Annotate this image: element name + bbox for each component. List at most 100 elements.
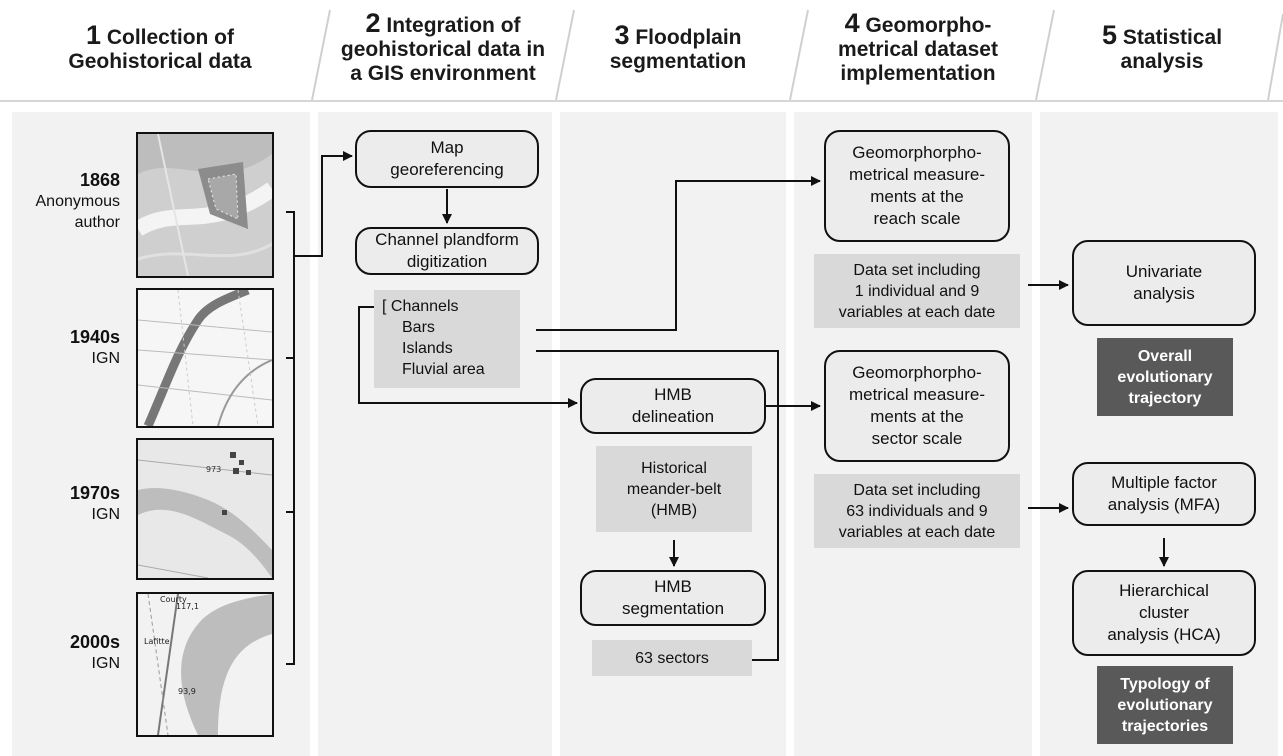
box-text: Geomorphorpho- xyxy=(852,363,982,382)
box-text: cluster xyxy=(1138,603,1190,622)
sector-scale-measurements-box: Geomorphorpho-metrical measure-ments at … xyxy=(824,350,1010,462)
column-2-header: 2 Integration of geohistorical data in a… xyxy=(318,0,568,96)
column-4-title-line3: implementation xyxy=(840,61,996,85)
map-2000s-text-courty: Courty xyxy=(160,595,187,604)
box-text: trajectories xyxy=(1121,717,1209,735)
box-text: ments at the xyxy=(870,187,964,206)
sector-dataset-box: Data set including 63 individuals and 9 va… xyxy=(814,474,1020,548)
map-year: 1868 xyxy=(79,170,120,190)
map-georeferencing-box: Map georeferencing xyxy=(355,130,539,188)
box-text: digitization xyxy=(406,252,488,271)
hca-box: Hierarchical cluster analysis (HCA) xyxy=(1072,570,1256,656)
box-text: Data set including xyxy=(853,261,981,279)
box-text: metrical measure- xyxy=(848,385,986,404)
box-text: analysis xyxy=(1133,284,1195,303)
map-source: Anonymous xyxy=(35,193,121,210)
map-1940s-image xyxy=(136,288,274,428)
column-3-number: 3 xyxy=(614,19,630,50)
map-bracket-tick xyxy=(286,357,294,513)
box-text: variables at each date xyxy=(838,523,996,541)
map-source: IGN xyxy=(91,655,120,672)
map-2000s-text-elev2: 93,9 xyxy=(178,687,196,696)
column-2-title-line3: a GIS environment xyxy=(350,61,536,85)
arrow-maps-to-georef xyxy=(294,151,353,257)
box-text: 63 sectors xyxy=(635,649,709,667)
map-bracket xyxy=(286,211,295,665)
map-source: IGN xyxy=(91,350,120,367)
map-source: author xyxy=(74,214,120,231)
map-2000s-text-elev1: 117,1 xyxy=(176,602,199,611)
box-text: Multiple factor xyxy=(1111,473,1217,492)
univariate-analysis-box: Univariate analysis xyxy=(1072,240,1256,326)
box-text: HMB xyxy=(654,385,692,404)
header-band xyxy=(0,0,1283,112)
column-5-title-line2: analysis xyxy=(1120,49,1204,73)
box-text: evolutionary xyxy=(1117,696,1213,714)
box-text: Data set including xyxy=(853,481,981,499)
column-5-header: 5 Statistical analysis xyxy=(1044,0,1280,96)
map-label-1868: 1868 Anonymous author xyxy=(0,170,121,233)
channel-digitization-box: Channel plandform digitization xyxy=(355,227,539,275)
box-text: Typology of xyxy=(1120,675,1210,693)
box-text: Channel plandform xyxy=(375,230,519,249)
reach-dataset-box: Data set including 1 individual and 9 vari… xyxy=(814,254,1020,328)
map-year: 1940s xyxy=(69,327,120,347)
box-text: variables at each date xyxy=(838,303,996,321)
column-2-title-line1: Integration of xyxy=(386,13,521,37)
typology-box: Typology of evolutionary trajectories xyxy=(1097,666,1233,744)
box-text: Historical xyxy=(641,459,707,477)
box-text: sector scale xyxy=(871,429,963,448)
map-source: IGN xyxy=(91,506,120,523)
box-text: Hierarchical xyxy=(1119,581,1209,600)
box-text: ments at the xyxy=(870,407,964,426)
line-list-to-sectors xyxy=(536,350,779,661)
historical-meander-belt-box: Historical meander-belt (HMB) xyxy=(596,446,752,532)
column-2-number: 2 xyxy=(365,7,381,38)
list-item: Fluvial area xyxy=(402,361,485,378)
sectors-box: 63 sectors xyxy=(592,640,752,676)
column-4-header: 4 Geomorpho- metrical dataset implementa… xyxy=(800,0,1036,96)
map-label-1970s: 1970s IGN xyxy=(0,483,120,525)
reach-scale-measurements-box: Geomorphorpho-metrical measure-ments at … xyxy=(824,130,1010,242)
planform-feature-list: [ Channels Bars Islands Fluvial area xyxy=(374,290,520,388)
box-text: Overall xyxy=(1137,347,1193,365)
box-text: trajectory xyxy=(1128,389,1202,407)
box-text: delineation xyxy=(631,407,715,426)
arrow-list-to-hmb xyxy=(358,306,578,408)
map-year: 1970s xyxy=(69,483,120,503)
hmb-delineation-box: HMB delineation xyxy=(580,378,766,434)
box-text: georeferencing xyxy=(390,160,504,179)
column-5-title-line1: Statistical xyxy=(1122,25,1223,49)
box-text: 63 individuals and 9 xyxy=(846,502,988,520)
column-5-number: 5 xyxy=(1101,19,1117,50)
box-text: analysis (MFA) xyxy=(1107,495,1221,514)
column-3-title-line2: segmentation xyxy=(609,49,747,73)
box-text: HMB xyxy=(654,577,692,596)
map-2000s-text-lafitte: Lafitte xyxy=(144,637,170,646)
box-text: meander-belt xyxy=(626,480,722,498)
map-2000s-image: Courty 117,1 Lafitte 93,9 xyxy=(136,592,274,737)
list-item: Bars xyxy=(402,319,435,336)
map-1970s-image: 973 xyxy=(136,438,274,580)
map-label-2000s: 2000s IGN xyxy=(0,632,120,674)
box-text: (HMB) xyxy=(650,501,698,519)
box-text: metrical measure- xyxy=(848,165,986,184)
column-2-title-line2: geohistorical data in xyxy=(340,37,546,61)
column-4-title-line2: metrical dataset xyxy=(838,37,998,61)
mfa-box: Multiple factor analysis (MFA) xyxy=(1072,462,1256,526)
box-text: Univariate xyxy=(1125,262,1203,281)
box-text: analysis (HCA) xyxy=(1107,625,1221,644)
box-text: Geomorphorpho- xyxy=(852,143,982,162)
box-text: 1 individual and 9 xyxy=(854,282,980,300)
column-1-title-line1: Collection of xyxy=(106,25,235,49)
column-3-title-line1: Floodplain xyxy=(635,25,742,49)
column-1-header: 1 Collection of Geohistorical data xyxy=(20,0,300,96)
header-separators xyxy=(0,9,1283,102)
column-4-title-line1: Geomorpho- xyxy=(865,13,992,37)
box-text: Map xyxy=(430,138,464,157)
list-item: Islands xyxy=(402,340,453,357)
box-text: reach scale xyxy=(873,209,961,228)
